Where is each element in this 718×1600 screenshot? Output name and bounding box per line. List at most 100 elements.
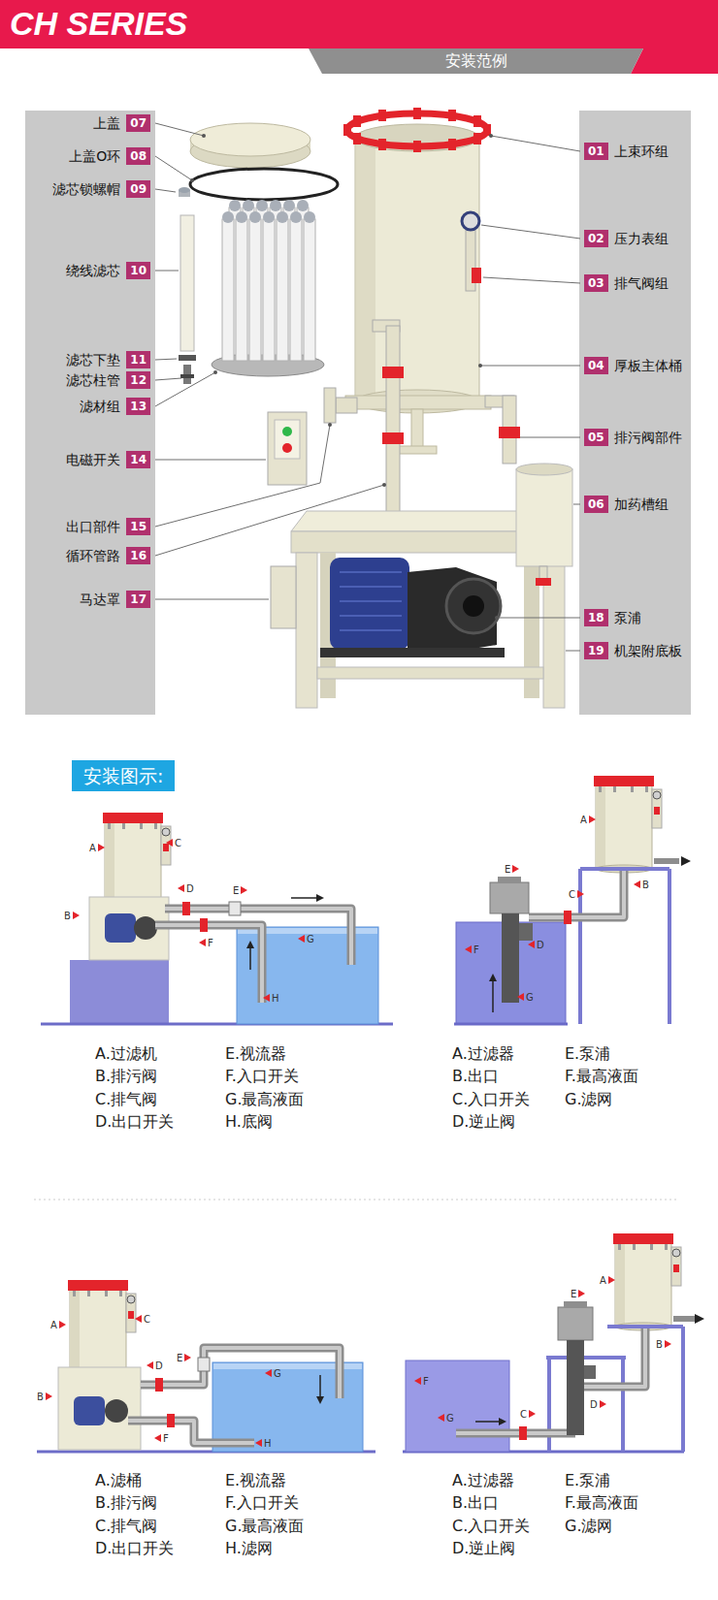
pointer-triangle — [527, 941, 535, 949]
legend-item: D.逆止阀 — [452, 1112, 516, 1133]
callout-number-box: 04厚板主体桶 — [584, 357, 609, 375]
pointer-triangle-fill — [527, 941, 535, 949]
legend-item: G.最高液面 — [225, 1090, 304, 1110]
legend-item: F.入口开关 — [225, 1067, 299, 1087]
pointer-triangle — [165, 839, 173, 848]
callout-number: 19 — [587, 644, 605, 658]
pointer-triangle — [184, 1354, 192, 1363]
pointer-triangle-fill — [414, 1377, 422, 1386]
pointer-triangle — [512, 865, 520, 874]
legend-item: C.入口开关 — [452, 1517, 530, 1537]
callout-letter: G — [446, 1413, 455, 1425]
callout-number-box: 03排气阀组 — [584, 274, 609, 293]
pointer-triangle-fill — [146, 1362, 154, 1371]
callout-number: 07 — [130, 116, 147, 131]
pointer-triangle — [297, 935, 305, 944]
callout-letter: C — [520, 1409, 527, 1421]
pointer-triangle — [134, 1315, 142, 1324]
pointer-triangle — [464, 946, 472, 954]
part-name: 排污阀部件 — [614, 428, 683, 447]
pointer-triangle-fill — [578, 1290, 586, 1299]
pointer-triangle-fill — [577, 890, 585, 899]
callout-letter: A — [599, 1275, 607, 1287]
part-name: 加药槽组 — [614, 495, 669, 514]
pointer-triangle-fill — [72, 912, 80, 920]
pointer-triangle — [59, 1321, 66, 1330]
legend-item: G.最高液面 — [225, 1517, 304, 1537]
legend-item: C.入口开关 — [452, 1090, 530, 1110]
part-name: 滤材组 — [79, 397, 121, 416]
legend-item: A.滤桶 — [95, 1471, 142, 1492]
pointer-triangle-fill — [588, 815, 596, 824]
callout-number: 01 — [587, 144, 605, 159]
callout-letter: B — [64, 911, 71, 922]
pointer-triangle — [72, 912, 80, 920]
pointer-triangle — [154, 1435, 162, 1443]
callout-letter: C — [174, 838, 182, 849]
part-name: 厚板主体桶 — [614, 357, 683, 375]
callout-number-box: 01上束环组 — [584, 142, 609, 161]
part-name: 滤芯柱管 — [65, 371, 121, 390]
legend-item: D.逆止阀 — [452, 1539, 516, 1560]
callout-letter: G — [306, 934, 315, 946]
callout-letter: G — [273, 1369, 282, 1380]
callout-number-box: 16循环管路 — [126, 547, 151, 565]
pointer-triangle-fill — [240, 886, 248, 895]
legend-item: A.过滤机 — [95, 1044, 158, 1065]
pointer-triangle-fill — [599, 1401, 607, 1409]
pointer-triangle — [664, 1340, 672, 1349]
callout-letter: E — [570, 1289, 577, 1301]
pointer-triangle-fill — [664, 1340, 672, 1349]
legend-item: E.泵浦 — [564, 1044, 611, 1065]
callout-number-box: 08上盖O环 — [126, 147, 151, 165]
pointer-triangle-fill — [177, 884, 185, 893]
pointer-triangle-fill — [262, 994, 270, 1003]
callout-letter: A — [580, 815, 588, 826]
band-fill — [308, 48, 644, 74]
pointer-triangle-fill — [608, 1276, 616, 1285]
pointer-triangle-fill — [59, 1321, 66, 1330]
pointer-triangle-fill — [97, 844, 105, 852]
pointer-triangle-fill — [165, 839, 173, 848]
callout-letter: D — [536, 940, 545, 951]
callout-letter: F — [207, 938, 214, 949]
part-name: 机架附底板 — [614, 642, 683, 660]
callout-letter: D — [589, 1400, 598, 1411]
legend-item: G.滤网 — [564, 1517, 613, 1537]
legend-item: A.过滤器 — [452, 1471, 515, 1492]
pointer-triangle — [437, 1414, 445, 1423]
callout-number-box: 12滤芯柱管 — [126, 371, 151, 390]
callout-letter: D — [186, 883, 195, 895]
legend-item: C.排气阀 — [95, 1090, 158, 1110]
part-name: 泵浦 — [614, 609, 642, 627]
callout-letter: E — [504, 864, 511, 876]
callout-number: 17 — [130, 592, 147, 607]
pointer-triangle — [414, 1377, 422, 1386]
legend-item: C.排气阀 — [95, 1517, 158, 1537]
callout-letter: E — [232, 885, 239, 897]
pointer-triangle-fill — [45, 1393, 53, 1402]
legend-item: A.过滤器 — [452, 1044, 515, 1065]
pointer-triangle — [255, 1439, 262, 1448]
part-name: 排气阀组 — [614, 274, 669, 293]
section-heading-box: 安装图示: — [71, 760, 175, 792]
pointer-triangle — [240, 886, 248, 895]
legend-item: F.入口开关 — [225, 1494, 299, 1514]
pointer-triangle-fill — [437, 1414, 445, 1423]
callout-number-box: 14电磁开关 — [126, 451, 151, 469]
callout-letter: E — [176, 1353, 183, 1365]
pointer-triangle-fill — [255, 1439, 262, 1448]
callout-letter: B — [655, 1339, 663, 1351]
pointer-triangle — [45, 1393, 53, 1402]
pointer-triangle — [578, 1290, 586, 1299]
callout-number: 08 — [130, 149, 147, 164]
pointer-triangle — [517, 993, 524, 1002]
callout-number: 15 — [130, 520, 147, 534]
callout-number-box: 10绕线滤芯 — [126, 261, 151, 280]
pointer-triangle — [198, 939, 206, 947]
callout-number: 16 — [130, 549, 147, 563]
legend-item: E.视流器 — [225, 1044, 287, 1065]
callout-letter: B — [36, 1392, 44, 1404]
legend-item: H.底阀 — [225, 1112, 273, 1133]
